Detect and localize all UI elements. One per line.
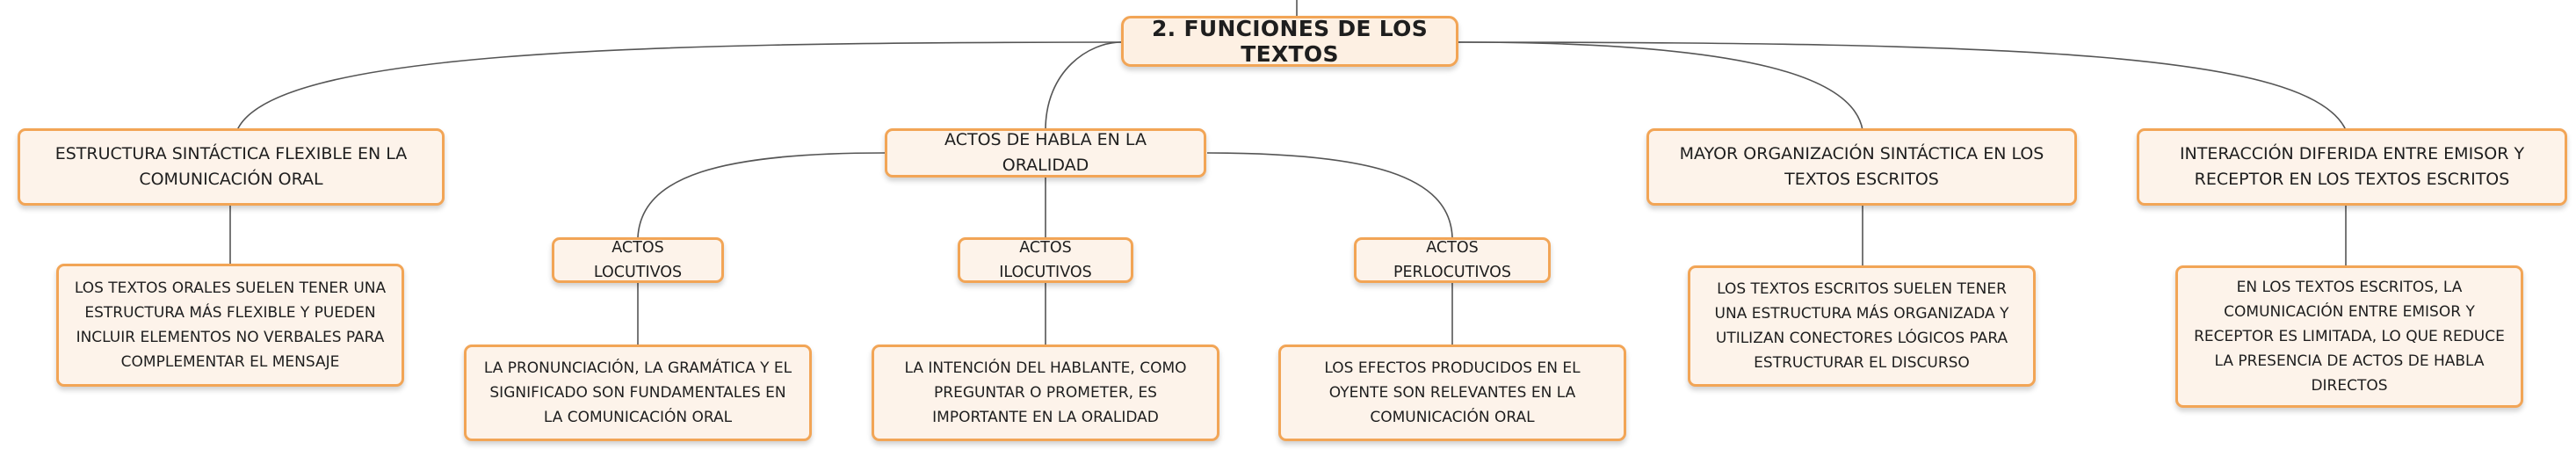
root-topic[interactable]: 2. FUNCIONES DE LOS TEXTOS <box>1121 16 1458 67</box>
detail-actos-ilocutivos[interactable]: LA INTENCIÓN DEL HABLANTE, COMO PREGUNTA… <box>872 345 1219 441</box>
detail-label: LA PRONUNCIACIÓN, LA GRAMÁTICA Y EL SIGN… <box>483 359 792 426</box>
detail-label: LOS EFECTOS PRODUCIDOS EN EL OYENTE SON … <box>1324 359 1581 426</box>
subtopic-actos-ilocutivos[interactable]: ACTOS ILOCUTIVOS <box>958 237 1133 283</box>
detail-actos-perlocutivos[interactable]: LOS EFECTOS PRODUCIDOS EN EL OYENTE SON … <box>1278 345 1626 441</box>
subtopic-actos-locutivos[interactable]: ACTOS LOCUTIVOS <box>552 237 724 283</box>
subtopic-label: LOS TEXTOS ORALES SUELEN TENER UNA ESTRU… <box>74 279 387 371</box>
subtopic-label: EN LOS TEXTOS ESCRITOS, LA COMUNICACIÓN … <box>2194 279 2505 395</box>
subtopic-comunicacion-limitada[interactable]: EN LOS TEXTOS ESCRITOS, LA COMUNICACIÓN … <box>2175 265 2523 408</box>
topic-mayor-organizacion-sintactica[interactable]: MAYOR ORGANIZACIÓN SINTÁCTICA EN LOS TEX… <box>1646 128 2077 206</box>
topic-label: ESTRUCTURA SINTÁCTICA FLEXIBLE EN LA COM… <box>54 144 408 189</box>
subtopic-label: LOS TEXTOS ESCRITOS SUELEN TENER UNA EST… <box>1714 280 2009 372</box>
topic-interaccion-diferida[interactable]: INTERACCIÓN DIFERIDA ENTRE EMISOR Y RECE… <box>2137 128 2567 206</box>
topic-actos-de-habla[interactable]: ACTOS DE HABLA EN LA ORALIDAD <box>885 128 1206 178</box>
topic-label: MAYOR ORGANIZACIÓN SINTÁCTICA EN LOS TEX… <box>1679 144 2044 189</box>
subtopic-textos-escritos[interactable]: LOS TEXTOS ESCRITOS SUELEN TENER UNA EST… <box>1688 265 2036 387</box>
detail-actos-locutivos[interactable]: LA PRONUNCIACIÓN, LA GRAMÁTICA Y EL SIGN… <box>464 345 812 441</box>
topic-label: INTERACCIÓN DIFERIDA ENTRE EMISOR Y RECE… <box>2179 144 2525 189</box>
topic-label: ACTOS DE HABLA EN LA ORALIDAD <box>944 130 1147 175</box>
subtopic-label: ACTOS ILOCUTIVOS <box>999 239 1092 281</box>
subtopic-actos-perlocutivos[interactable]: ACTOS PERLOCUTIVOS <box>1354 237 1551 283</box>
root-topic-label: 2. FUNCIONES DE LOS TEXTOS <box>1151 16 1429 67</box>
detail-label: LA INTENCIÓN DEL HABLANTE, COMO PREGUNTA… <box>904 359 1187 426</box>
subtopic-label: ACTOS LOCUTIVOS <box>593 239 683 281</box>
subtopic-textos-orales[interactable]: LOS TEXTOS ORALES SUELEN TENER UNA ESTRU… <box>56 264 404 387</box>
subtopic-label: ACTOS PERLOCUTIVOS <box>1393 239 1512 281</box>
topic-estructura-sintactica-flexible[interactable]: ESTRUCTURA SINTÁCTICA FLEXIBLE EN LA COM… <box>18 128 445 206</box>
